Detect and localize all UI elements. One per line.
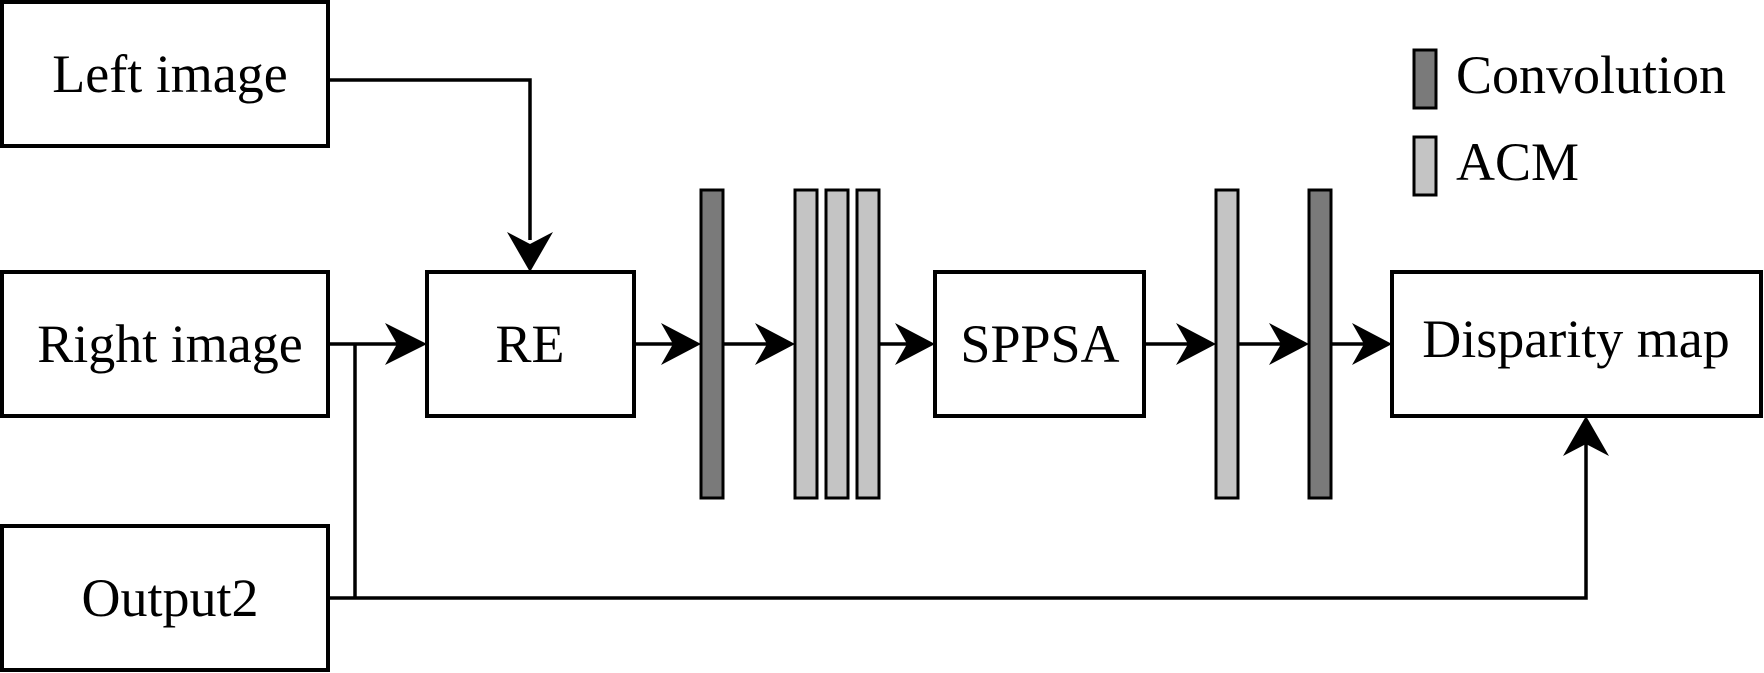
- convolution-block-1: [699, 188, 725, 500]
- output2-to-disparity-line: [328, 444, 1588, 600]
- conv1-to-acm1-arrowhead: [755, 323, 795, 365]
- acm-block-4: [1214, 188, 1240, 500]
- legend-convolution-label: Convolution: [1456, 45, 1726, 105]
- legend-acm-swatch: [1412, 135, 1438, 197]
- legend-convolution-swatch: [1412, 48, 1438, 110]
- re-node: RE: [425, 270, 636, 418]
- right-image-label: Right image: [37, 314, 302, 374]
- legend: Convolution ACM: [1412, 45, 1726, 197]
- sppsa-label: SPPSA: [960, 314, 1119, 374]
- acm3-to-sppsa-arrowhead: [895, 323, 935, 365]
- disparity-map-node: Disparity map: [1390, 270, 1763, 418]
- re-to-conv1-arrowhead: [661, 323, 701, 365]
- legend-acm-label: ACM: [1456, 132, 1579, 192]
- left-image-node: Left image: [0, 0, 330, 148]
- output2-label: Output2: [81, 568, 258, 628]
- convolution-block-2: [1307, 188, 1333, 500]
- sppsa-node: SPPSA: [933, 270, 1146, 418]
- output2-to-disparity-arrowhead: [1563, 416, 1609, 456]
- acm-block-2: [824, 188, 850, 500]
- output2-node: Output2: [0, 524, 330, 672]
- acm4-to-conv2-arrowhead: [1269, 323, 1309, 365]
- acm-block-3: [855, 188, 881, 500]
- right-image-to-re-arrowhead: [385, 323, 427, 365]
- left-image-label: Left image: [52, 44, 287, 104]
- right-image-node: Right image: [0, 270, 330, 418]
- left-image-to-re-arrowhead: [507, 232, 553, 272]
- disparity-map-label: Disparity map: [1422, 309, 1729, 369]
- sppsa-to-acm4-arrowhead: [1176, 323, 1216, 365]
- conv2-to-disparity-arrowhead: [1352, 323, 1392, 365]
- left-image-to-re-line: [328, 78, 532, 240]
- acm-block-1: [793, 188, 819, 500]
- re-label: RE: [495, 314, 564, 374]
